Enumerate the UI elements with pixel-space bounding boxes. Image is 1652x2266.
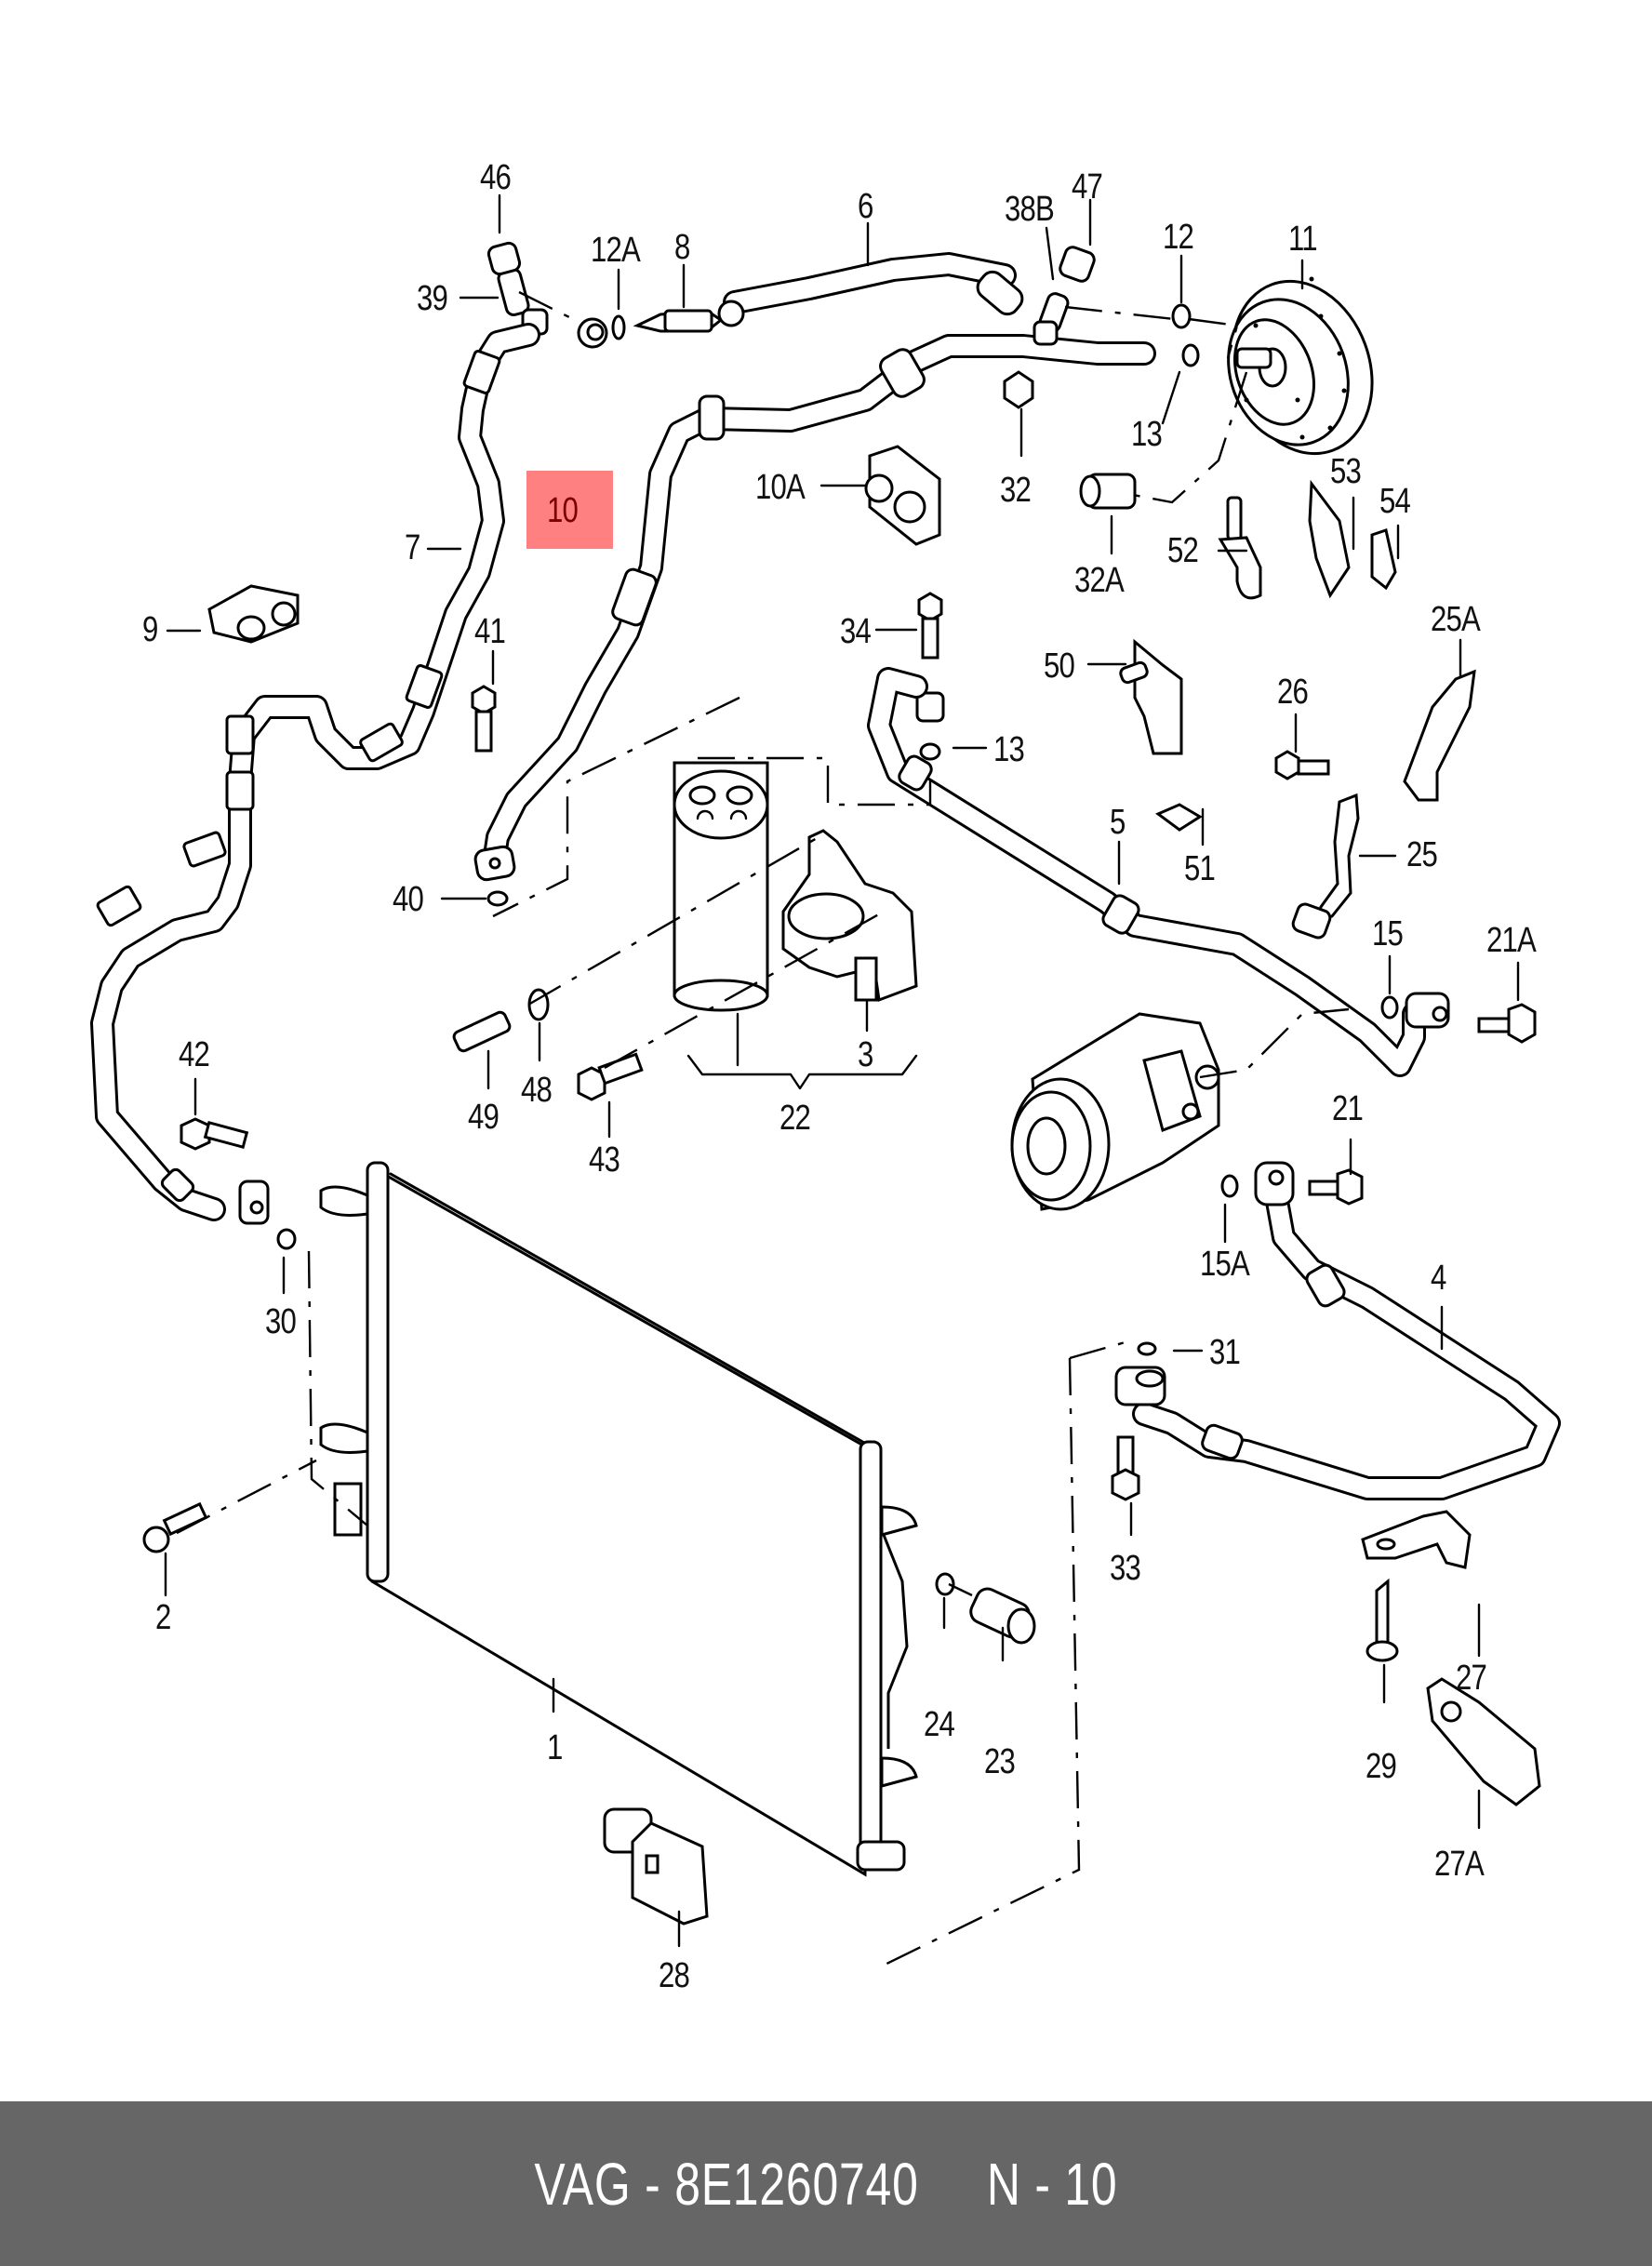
bracket-25 — [1274, 750, 1360, 940]
callout-52: 52 — [1167, 531, 1199, 570]
callout-47: 47 — [1072, 167, 1103, 207]
switch-28 — [603, 1807, 709, 1926]
callout-43: 43 — [589, 1140, 620, 1180]
screw-2 — [142, 1501, 208, 1553]
pipe-5 — [867, 667, 1450, 1077]
callout-38b: 38B — [1005, 190, 1055, 229]
callout-9: 9 — [142, 610, 158, 649]
callout-4: 4 — [1431, 1259, 1446, 1298]
callout-21: 21 — [1332, 1089, 1364, 1128]
bracket-3 — [781, 829, 918, 1003]
fasteners-48-49-43 — [452, 988, 644, 1101]
callout-21a: 21A — [1486, 921, 1537, 960]
callout-24: 24 — [924, 1705, 955, 1744]
callout-12: 12 — [1163, 218, 1194, 257]
callout-32a: 32A — [1074, 561, 1125, 600]
callout-29: 29 — [1366, 1747, 1397, 1786]
expansion-valve-11 — [1227, 276, 1374, 456]
callout-15: 15 — [1372, 914, 1404, 953]
clamps-27 — [1361, 1510, 1541, 1806]
callout-10: 10 — [547, 491, 579, 530]
bolt-42 — [180, 1117, 249, 1151]
callout-32: 32 — [1000, 471, 1032, 510]
callout-23: 23 — [984, 1742, 1016, 1781]
callout-50: 50 — [1044, 646, 1075, 686]
part-number-caption: VAG - 8E1260740 N - 10 — [534, 2150, 1118, 2218]
callout-41: 41 — [474, 612, 506, 651]
callout-33: 33 — [1110, 1549, 1141, 1588]
callout-8: 8 — [674, 228, 690, 267]
callout-46: 46 — [480, 158, 512, 197]
hose-10 — [473, 334, 1156, 882]
valve-39 — [486, 241, 549, 336]
leader-lines-dashed — [176, 290, 1350, 1969]
callout-10a: 10A — [755, 468, 806, 507]
callout-31: 31 — [1209, 1333, 1241, 1372]
condenser-1 — [319, 1161, 918, 1877]
callout-30: 30 — [265, 1302, 297, 1341]
bracket-10a — [864, 445, 941, 546]
pipe-7-flange — [238, 1180, 297, 1250]
clips-52-53-54 — [1218, 479, 1397, 600]
callout-40: 40 — [393, 880, 424, 919]
washers-top — [1003, 303, 1200, 510]
valve-38b — [1032, 246, 1096, 346]
leader-lines — [164, 193, 1520, 1948]
callout-13-top: 13 — [1131, 415, 1163, 454]
callout-6: 6 — [858, 187, 873, 226]
callout-2: 2 — [155, 1598, 171, 1637]
bracket-50-51 — [1119, 638, 1203, 832]
sensor-23-24 — [935, 1572, 1036, 1645]
callout-34: 34 — [840, 612, 872, 651]
parts-diagram — [90, 193, 1561, 1969]
fasteners-21-15a — [1111, 1168, 1364, 1501]
callout-7: 7 — [405, 528, 420, 567]
callout-12a: 12A — [591, 231, 641, 270]
callout-42: 42 — [179, 1035, 210, 1074]
pipe-4 — [1114, 1161, 1561, 1500]
clip-9 — [207, 584, 300, 644]
callout-11: 11 — [1288, 220, 1318, 259]
callout-22: 22 — [779, 1099, 811, 1138]
highlighted-part-10[interactable]: 10 — [526, 471, 613, 549]
bolts-41-34 — [471, 592, 945, 907]
bracket-25a — [1403, 669, 1476, 802]
callout-25: 25 — [1406, 835, 1438, 874]
pipe-6 — [723, 252, 1024, 316]
footer-bar: VAG - 8E1260740 N - 10 — [0, 2101, 1652, 2266]
callout-54: 54 — [1379, 482, 1411, 521]
callout-15a: 15A — [1200, 1245, 1250, 1284]
callout-51: 51 — [1184, 849, 1216, 888]
callout-39: 39 — [417, 279, 448, 318]
callout-3: 3 — [858, 1035, 873, 1074]
callout-1: 1 — [547, 1728, 563, 1767]
callout-49: 49 — [468, 1098, 500, 1137]
receiver-drier-22 — [673, 761, 769, 1012]
callout-53: 53 — [1330, 452, 1362, 491]
callout-13-mid: 13 — [993, 730, 1025, 769]
callout-27: 27 — [1456, 1659, 1487, 1698]
callout-25a: 25A — [1431, 600, 1481, 639]
callout-27a: 27A — [1434, 1845, 1485, 1884]
compressor — [1010, 1012, 1220, 1211]
callout-48: 48 — [521, 1071, 553, 1110]
callout-26: 26 — [1277, 673, 1309, 712]
fitting-8 — [577, 300, 745, 349]
bolt-21a — [1477, 1003, 1537, 1044]
callout-28: 28 — [659, 1956, 690, 1995]
callout-5: 5 — [1110, 803, 1126, 842]
pipe-7 — [90, 323, 540, 1221]
